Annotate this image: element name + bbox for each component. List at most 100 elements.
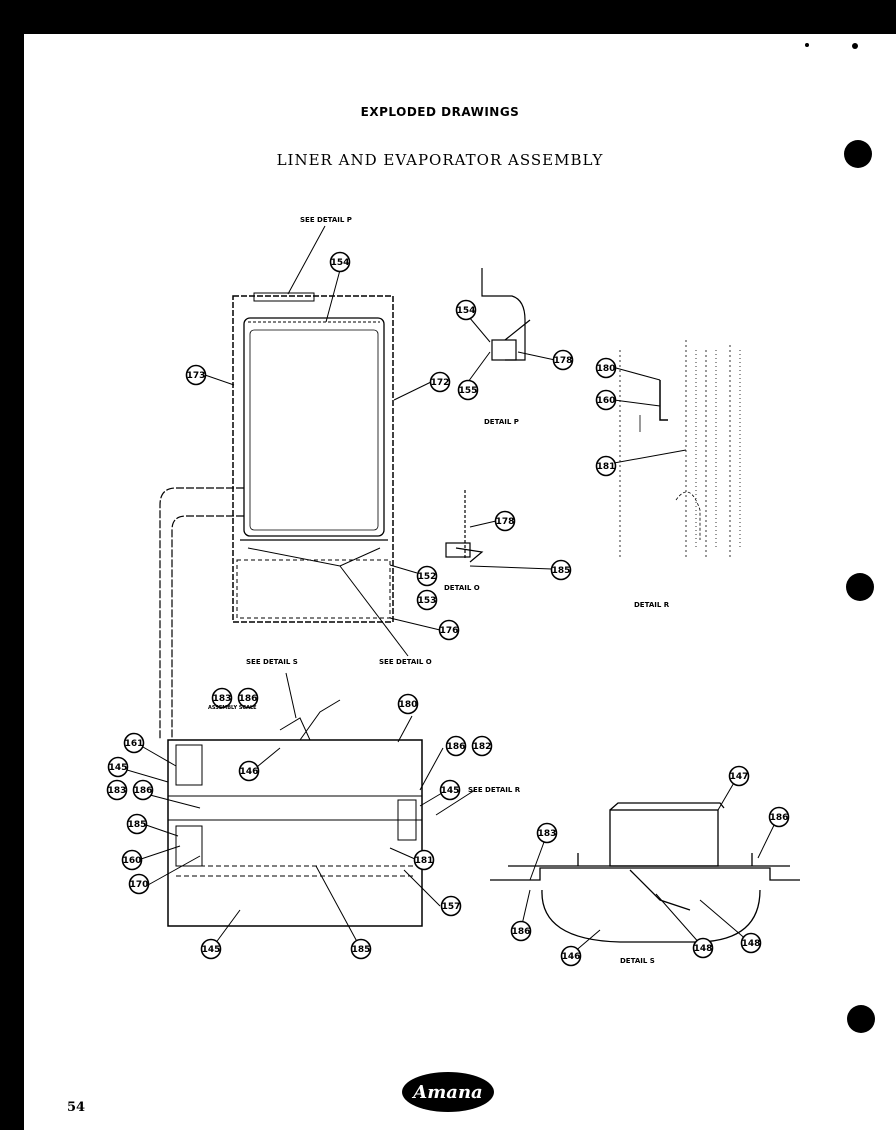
callout-145: 145 bbox=[200, 938, 222, 960]
callout-185: 185 bbox=[350, 938, 372, 960]
callout-185: 185 bbox=[126, 813, 148, 835]
detail-r-caption: DETAIL R bbox=[634, 601, 670, 609]
callout-181: 181 bbox=[595, 455, 617, 477]
callout-circle bbox=[185, 364, 207, 386]
callout-circle bbox=[200, 938, 222, 960]
callout-number: 178 bbox=[554, 356, 573, 366]
callout-number: 185 bbox=[128, 820, 147, 830]
callout-number: 186 bbox=[134, 786, 153, 796]
callout-180: 180 bbox=[595, 357, 617, 379]
callout-circle bbox=[397, 693, 419, 715]
callout-number: 181 bbox=[597, 462, 616, 472]
callout-157: 157 bbox=[440, 895, 462, 917]
callout-circle bbox=[692, 937, 714, 959]
callout-183: 183 bbox=[211, 687, 233, 709]
callout-181: 181 bbox=[413, 849, 435, 871]
callout-146: 146 bbox=[238, 760, 260, 782]
callout-circle bbox=[471, 735, 493, 757]
callout-number: 178 bbox=[496, 517, 515, 527]
evaporator-assembly bbox=[167, 699, 423, 927]
callout-154: 154 bbox=[329, 251, 351, 273]
callout-circle bbox=[595, 389, 617, 411]
callout-number: 172 bbox=[431, 378, 450, 388]
callout-circle bbox=[768, 806, 790, 828]
callout-number: 153 bbox=[418, 596, 437, 606]
callout-number: 160 bbox=[123, 856, 142, 866]
callout-bubbles: 1541731721541551781801601811781521851531… bbox=[106, 251, 790, 967]
callout-176: 176 bbox=[438, 619, 460, 641]
see-detail-p-label: SEE DETAIL P bbox=[300, 216, 352, 224]
binder-hole-middle bbox=[846, 573, 874, 601]
detail-p-drawing bbox=[481, 268, 531, 361]
see-detail-o-label: SEE DETAIL O bbox=[379, 658, 432, 666]
callout-number: 185 bbox=[552, 566, 571, 576]
callout-185: 185 bbox=[550, 559, 572, 581]
callout-circle bbox=[510, 920, 532, 942]
drawing-title: LINER AND EVAPORATOR ASSEMBLY bbox=[276, 151, 604, 169]
callout-148: 148 bbox=[740, 932, 762, 954]
callout-186: 186 bbox=[768, 806, 790, 828]
callout-circle bbox=[439, 779, 461, 801]
callout-circle bbox=[106, 779, 128, 801]
callout-number: 185 bbox=[352, 945, 371, 955]
callout-number: 148 bbox=[742, 939, 761, 949]
callout-145: 145 bbox=[107, 756, 129, 778]
svg-text:Amana: Amana bbox=[411, 1082, 482, 1103]
callout-number: 186 bbox=[770, 813, 789, 823]
callout-number: 183 bbox=[108, 786, 127, 796]
callout-circle bbox=[728, 765, 750, 787]
callout-155: 155 bbox=[457, 379, 479, 401]
callout-circle bbox=[350, 938, 372, 960]
binder-hole-bottom bbox=[847, 1005, 875, 1033]
callout-number: 173 bbox=[187, 371, 206, 381]
callout-172: 172 bbox=[429, 371, 451, 393]
callout-number: 154 bbox=[331, 258, 350, 268]
callout-186: 186 bbox=[237, 687, 259, 709]
callout-number: 180 bbox=[399, 700, 418, 710]
callout-160: 160 bbox=[121, 849, 143, 871]
callout-circle bbox=[536, 822, 558, 844]
callout-number: 186 bbox=[239, 694, 258, 704]
callout-circle bbox=[457, 379, 479, 401]
callout-circle bbox=[237, 687, 259, 709]
callout-160: 160 bbox=[595, 389, 617, 411]
callout-circle bbox=[494, 510, 516, 532]
callout-circle bbox=[595, 455, 617, 477]
callout-circle bbox=[416, 565, 438, 587]
section-header: EXPLODED DRAWINGS bbox=[360, 105, 520, 119]
callout-186: 186 bbox=[510, 920, 532, 942]
callout-circle bbox=[595, 357, 617, 379]
callout-number: 183 bbox=[538, 829, 557, 839]
callout-180: 180 bbox=[397, 693, 419, 715]
callout-circle bbox=[126, 813, 148, 835]
callout-number: 147 bbox=[730, 772, 749, 782]
callout-circle bbox=[552, 349, 574, 371]
corner-dot bbox=[805, 43, 809, 47]
callout-number: 146 bbox=[240, 767, 259, 777]
callout-number: 146 bbox=[562, 952, 581, 962]
callout-circle bbox=[438, 619, 460, 641]
callout-circle bbox=[121, 849, 143, 871]
callout-number: 161 bbox=[125, 739, 144, 749]
callout-145: 145 bbox=[439, 779, 461, 801]
callout-number: 145 bbox=[109, 763, 128, 773]
see-detail-s-label: SEE DETAIL S bbox=[246, 658, 298, 666]
callout-number: 160 bbox=[597, 396, 616, 406]
callout-186: 186 bbox=[132, 779, 154, 801]
callout-161: 161 bbox=[123, 732, 145, 754]
callout-number: 152 bbox=[418, 572, 437, 582]
callout-186: 186 bbox=[445, 735, 467, 757]
assembly-scale-note: ASSEMBLY SCALE bbox=[208, 705, 257, 711]
detail-o-drawing bbox=[445, 490, 484, 563]
detail-r-drawing bbox=[619, 340, 741, 560]
callout-number: 155 bbox=[459, 386, 478, 396]
callout-circle bbox=[132, 779, 154, 801]
callout-circle bbox=[445, 735, 467, 757]
callout-circle bbox=[123, 732, 145, 754]
detail-o-caption: DETAIL O bbox=[444, 584, 480, 592]
callout-170: 170 bbox=[128, 873, 150, 895]
callout-number: 182 bbox=[473, 742, 492, 752]
binder-hole-top bbox=[844, 140, 872, 168]
callout-147: 147 bbox=[728, 765, 750, 787]
